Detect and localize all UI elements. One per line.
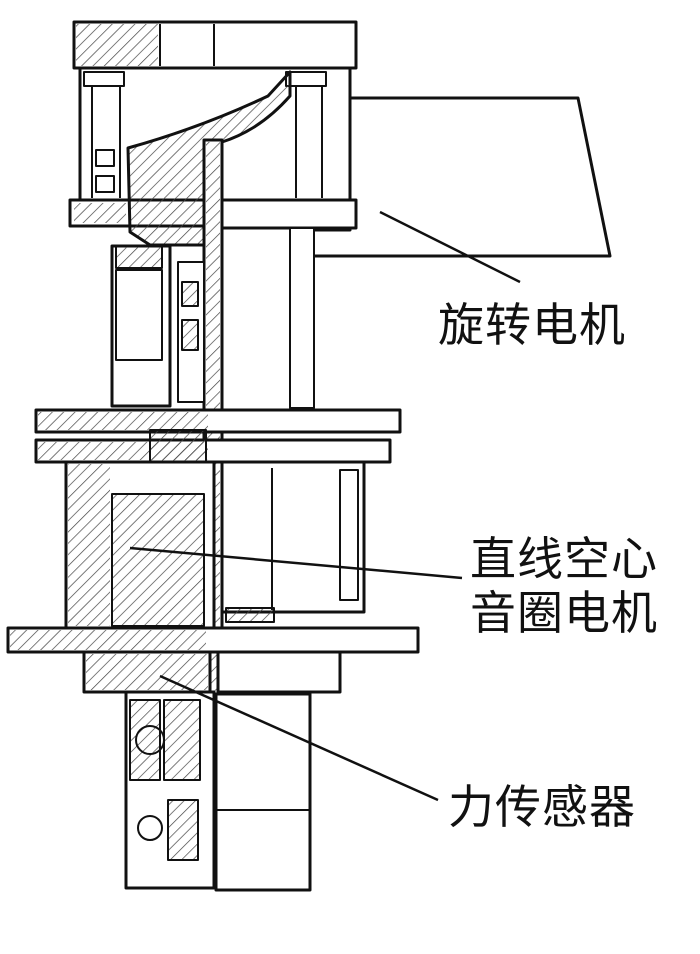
label-force-sensor: 力传感器 bbox=[448, 780, 636, 834]
linear-voice-coil-motor bbox=[64, 460, 366, 630]
leader-line-force-sensor bbox=[159, 674, 439, 802]
label-linear-voice-coil-motor: 直线空心 音圈电机 bbox=[470, 532, 658, 640]
lower-flange bbox=[6, 626, 420, 694]
middle-flange bbox=[34, 408, 402, 464]
label-rotary-motor: 旋转电机 bbox=[438, 298, 626, 352]
label-linear-motor-line1: 直线空心 bbox=[470, 532, 658, 586]
leader-line-rotary-motor bbox=[379, 210, 521, 284]
rotary-motor-housing bbox=[220, 96, 612, 409]
upper-bearing-column bbox=[110, 244, 205, 408]
leader-line-linear-motor bbox=[129, 546, 463, 580]
force-sensor-assembly bbox=[124, 690, 312, 892]
label-linear-motor-line2: 音圈电机 bbox=[470, 586, 658, 640]
